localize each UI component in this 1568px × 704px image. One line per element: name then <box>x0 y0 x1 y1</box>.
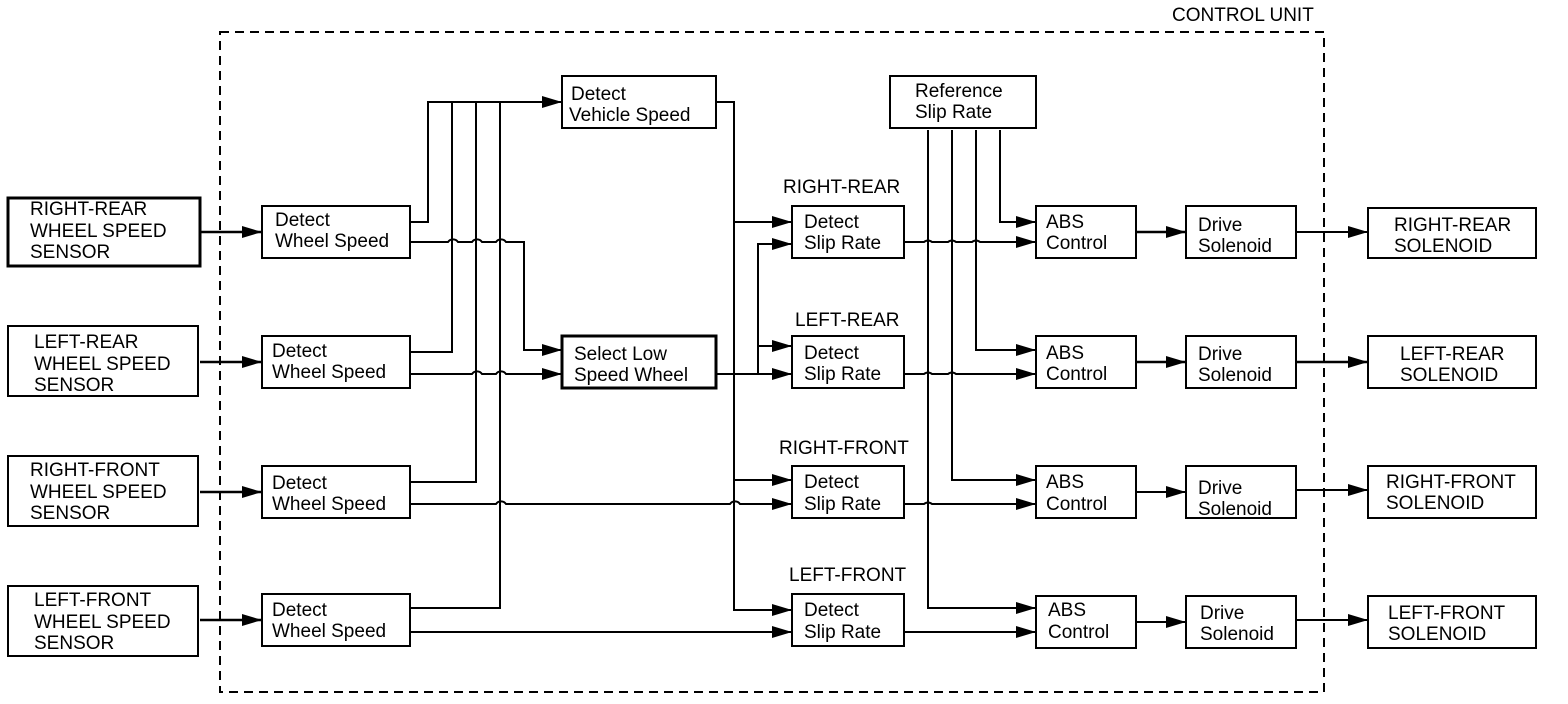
control-unit-label: CONTROL UNIT <box>1172 5 1314 26</box>
wheel-label-left-front: LEFT-FRONT <box>789 565 907 586</box>
wheel-label-right-front: RIGHT-FRONT <box>779 438 909 459</box>
wheel-label-left-rear: LEFT-REAR <box>795 310 900 331</box>
wheel-label-right-rear: RIGHT-REAR <box>783 177 900 198</box>
connection-wires <box>200 96 1368 638</box>
